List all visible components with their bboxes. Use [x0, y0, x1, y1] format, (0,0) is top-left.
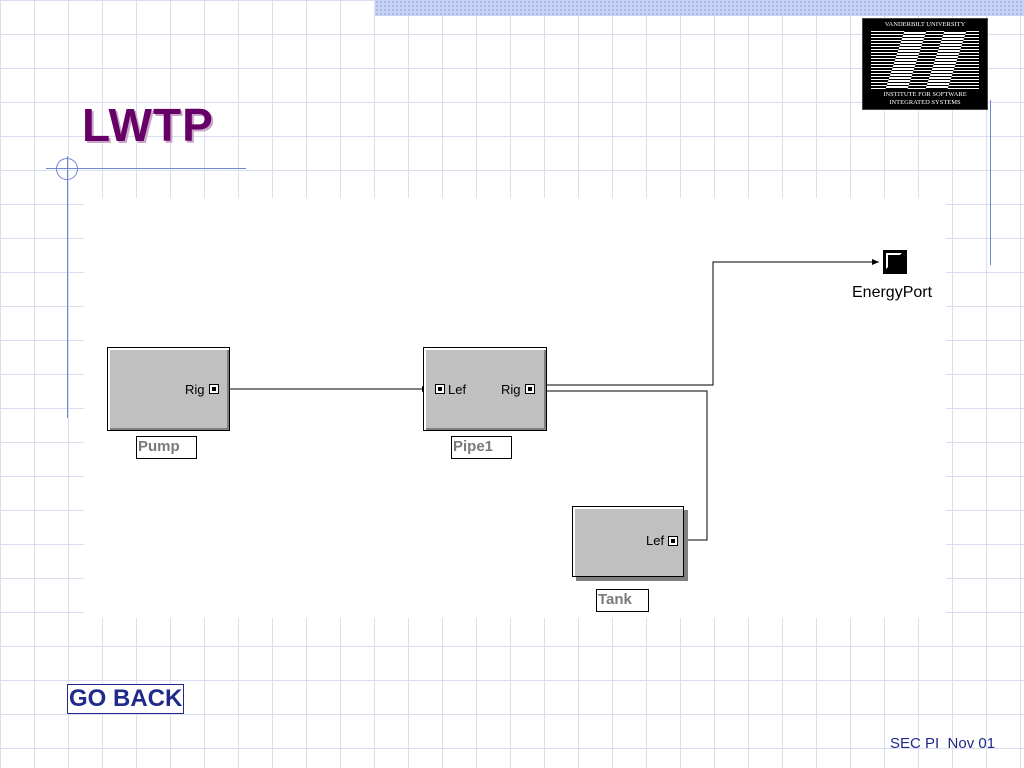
title-underline	[46, 168, 246, 169]
pump-port-label: Rig	[185, 382, 205, 397]
pump-name-label: Pump	[136, 436, 197, 459]
wire-pipe1-to-energyport[interactable]	[540, 259, 879, 386]
tank-left-port[interactable]	[668, 536, 678, 546]
pipe1-right-port[interactable]	[525, 384, 535, 394]
logo-top-text: VANDERBILT UNIVERSITY	[884, 21, 966, 28]
tank-block[interactable]: Lef	[572, 506, 684, 577]
logo-bottom-text: INSTITUTE FOR SOFTWARE INTEGRATED SYSTEM…	[863, 91, 987, 107]
slide-title: LWTP	[82, 99, 214, 151]
title-circle-ornament	[56, 158, 78, 180]
energy-port-label: EnergyPort	[852, 284, 933, 301]
go-back-link[interactable]: GO BACK	[67, 684, 185, 714]
tank-port-label: Lef	[646, 533, 665, 548]
pipe1-left-port-label: Lef	[448, 382, 467, 397]
pipe1-right-port-label: Rig	[501, 382, 521, 397]
pump-right-port[interactable]	[209, 384, 219, 394]
tank-name-label: Tank	[596, 589, 649, 612]
energy-port-icon[interactable]	[883, 250, 907, 274]
pipe1-left-port[interactable]	[435, 384, 445, 394]
footer-text: SEC PI Nov 01	[890, 735, 996, 752]
pipe1-block[interactable]: Lef Rig	[423, 347, 547, 431]
isis-logo: VANDERBILT UNIVERSITY INSTITUTE FOR SOFT…	[862, 18, 988, 110]
logo-isis-graphic	[871, 31, 979, 89]
wire-pipe1-to-tank[interactable]	[540, 390, 708, 543]
header-band	[375, 0, 1024, 16]
title-vertical-rule	[67, 156, 68, 418]
pump-block[interactable]: Rig	[107, 347, 230, 431]
pipe1-name-label: Pipe1	[451, 436, 512, 459]
logo-bottom-line-1: INSTITUTE FOR SOFTWARE	[883, 91, 967, 98]
logo-bottom-line-2: INTEGRATED SYSTEMS	[889, 99, 961, 106]
right-vertical-rule	[990, 100, 991, 265]
